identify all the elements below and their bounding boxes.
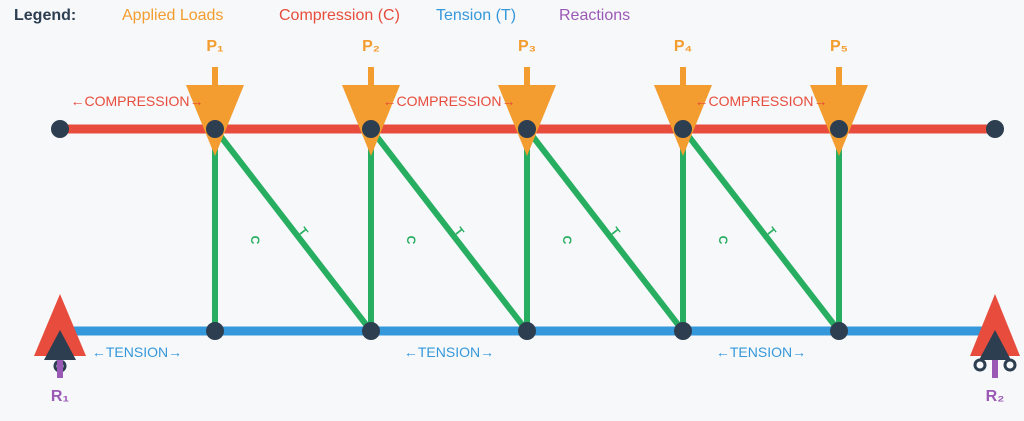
node — [206, 322, 224, 340]
web-members — [212, 126, 842, 334]
node — [51, 120, 69, 138]
node — [830, 120, 848, 138]
legend-title: Legend: — [14, 7, 76, 24]
bottom-chord-label: ←TENSION→ — [404, 344, 494, 360]
reaction-arrow-shaft — [992, 360, 998, 378]
load-label: P₂ — [362, 38, 380, 55]
left-pin-support: R₁ — [34, 294, 86, 405]
diagonal-member — [212, 126, 374, 334]
legend-compression: Compression (C) — [279, 7, 400, 24]
reaction-arrow-shaft — [57, 360, 63, 378]
reaction-label: R₂ — [986, 388, 1005, 405]
legend: Legend: Applied Loads Compression (C) Te… — [14, 7, 630, 24]
load-label: P₅ — [830, 38, 848, 55]
node — [362, 322, 380, 340]
bottom-chord-label: ←TENSION→ — [92, 344, 182, 360]
chord-force-labels: ←COMPRESSION→ ←COMPRESSION→ ←COMPRESSION… — [70, 93, 827, 360]
top-chord-label: ←COMPRESSION→ — [694, 93, 827, 109]
diagonal-member — [524, 126, 686, 334]
legend-reactions: Reactions — [559, 7, 630, 24]
pin-support-triangle — [34, 294, 86, 356]
reaction-arrow-head — [44, 330, 76, 360]
node — [830, 322, 848, 340]
load-label: P₁ — [206, 38, 224, 55]
diagonal-member — [368, 126, 530, 334]
roller-wheel-icon — [1003, 358, 1017, 372]
load-label: P₃ — [518, 38, 536, 55]
diagonal-member — [680, 126, 842, 334]
truss-nodes — [51, 120, 1004, 340]
node — [674, 120, 692, 138]
right-roller-support: R₂ — [970, 294, 1020, 405]
reaction-label: R₁ — [51, 388, 70, 405]
roller-support-triangle — [970, 294, 1020, 356]
node — [674, 322, 692, 340]
node — [362, 120, 380, 138]
vertical-member-label: C — [716, 236, 730, 245]
vertical-member-label: C — [248, 236, 262, 245]
load-label: P₄ — [674, 38, 692, 55]
legend-tension: Tension (T) — [436, 7, 516, 24]
node — [518, 120, 536, 138]
roller-wheel-icon — [973, 358, 987, 372]
node — [518, 322, 536, 340]
legend-applied-loads: Applied Loads — [122, 7, 223, 24]
top-chord-label: ←COMPRESSION→ — [382, 93, 515, 109]
bottom-chord-label: ←TENSION→ — [716, 344, 806, 360]
node — [206, 120, 224, 138]
top-chord-label: ←COMPRESSION→ — [70, 93, 203, 109]
vertical-member-label: C — [404, 236, 418, 245]
member-labels: C C C C T T T T — [248, 224, 779, 244]
vertical-member-label: C — [560, 236, 574, 245]
node — [986, 120, 1004, 138]
reaction-arrow-head — [979, 330, 1011, 360]
